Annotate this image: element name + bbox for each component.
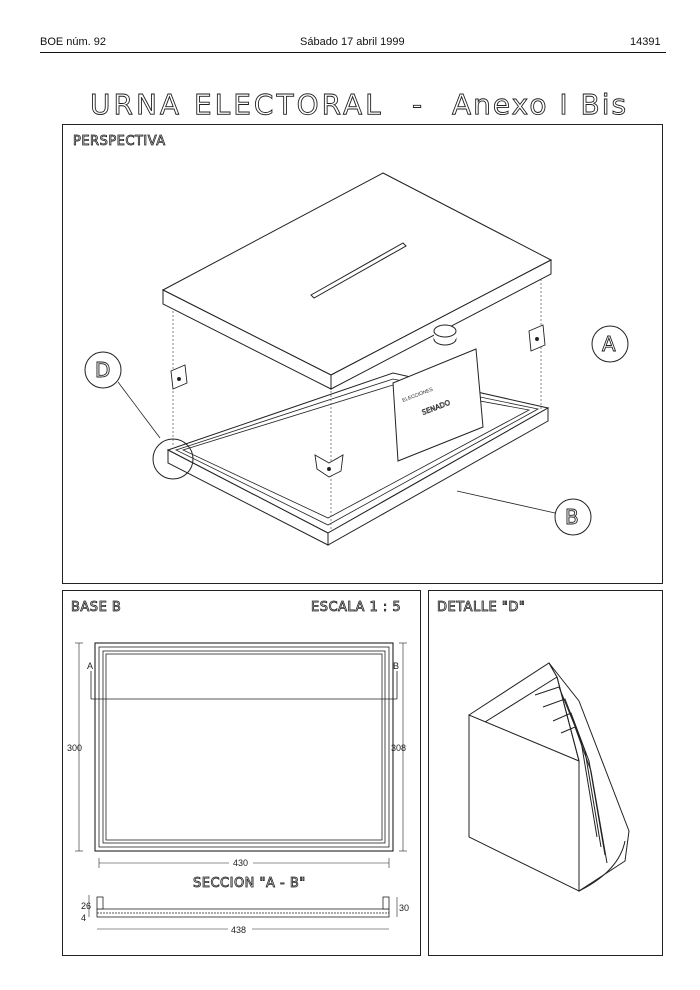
- dim-300: 300: [67, 743, 82, 753]
- corner-bracket: [170, 364, 188, 390]
- dim-430: 430: [233, 858, 248, 868]
- ballot-slot: [310, 242, 407, 299]
- header-rule: [40, 52, 666, 53]
- callout-b: B: [456, 490, 592, 536]
- title-annex: Anexo I Bis: [452, 88, 628, 121]
- dim-4: 4: [81, 913, 86, 923]
- corner-bracket: [528, 324, 546, 352]
- perspectiva-drawing: PERSPECTIVA: [73, 134, 629, 546]
- detalle-d-drawing: DETALLE "D": [437, 600, 630, 892]
- page-number: 14391: [630, 36, 661, 48]
- callout-a: A: [591, 325, 629, 363]
- svg-text:A: A: [602, 332, 616, 356]
- title-dash: -: [412, 88, 422, 121]
- title-main: URNA ELECTORAL: [90, 88, 384, 121]
- base-b-label: BASE B: [71, 600, 121, 615]
- svg-text:B: B: [565, 505, 579, 529]
- base-b-panel: BASE B ESCALA 1 : 5 A B 3: [62, 590, 421, 956]
- gazette-name: BOE núm. 92: [40, 36, 107, 48]
- section-label: SECCION "A - B": [193, 876, 306, 891]
- dim-30: 30: [399, 903, 409, 913]
- callout-d: D: [84, 351, 194, 480]
- ballot-box-lid: [161, 172, 553, 390]
- document-title: URNA ELECTORAL - Anexo I Bis: [90, 88, 628, 122]
- detalle-d-panel: DETALLE "D": [428, 590, 663, 956]
- detalle-d-label: DETALLE "D": [437, 600, 525, 615]
- section-line: [90, 671, 398, 700]
- section-profile: [96, 896, 390, 918]
- scale-label: ESCALA 1 : 5: [311, 600, 401, 615]
- dimension-lines: [75, 642, 407, 868]
- section-marker-b: B: [393, 661, 399, 671]
- lid-lock: [433, 324, 457, 346]
- election-card: ELECCIONES SENADO: [392, 348, 484, 462]
- base-b-drawing: BASE B ESCALA 1 : 5 A B 3: [67, 600, 409, 935]
- dim-26: 26: [81, 901, 91, 911]
- dim-308: 308: [391, 743, 406, 753]
- ballot-box-base: [166, 372, 550, 546]
- corner-detail: [468, 662, 630, 892]
- corner-bracket: [314, 454, 344, 478]
- dim-438: 438: [231, 925, 246, 935]
- gazette-date: Sábado 17 abril 1999: [300, 36, 405, 48]
- perspectiva-panel: PERSPECTIVA: [62, 124, 663, 584]
- svg-text:D: D: [95, 358, 110, 382]
- section-marker-a: A: [87, 661, 93, 671]
- base-plan: [94, 642, 394, 852]
- perspectiva-label: PERSPECTIVA: [73, 134, 166, 149]
